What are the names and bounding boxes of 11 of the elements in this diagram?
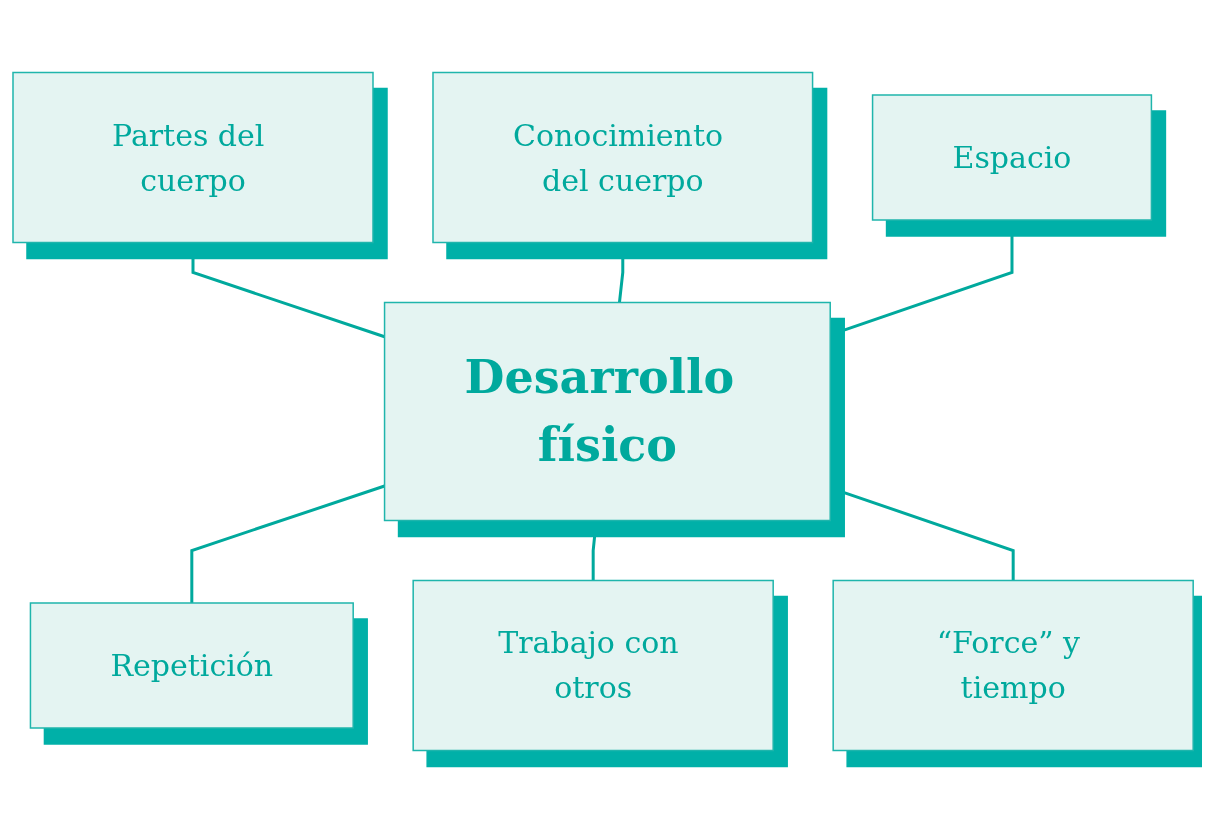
node-box: Conocimiento del cuerpo (432, 71, 814, 244)
connector (592, 520, 599, 581)
node-box: Desarrollo físico (384, 301, 832, 522)
node-box: Espacio (872, 94, 1153, 221)
node-box: Trabajo con otros (412, 579, 775, 752)
connector (830, 220, 1014, 337)
connector (618, 242, 625, 303)
node-box: Repetición (30, 602, 355, 729)
node-box: “Force” y tiempo (832, 579, 1195, 752)
connector (830, 486, 1016, 581)
node-box: Partes del cuerpo (12, 71, 375, 244)
